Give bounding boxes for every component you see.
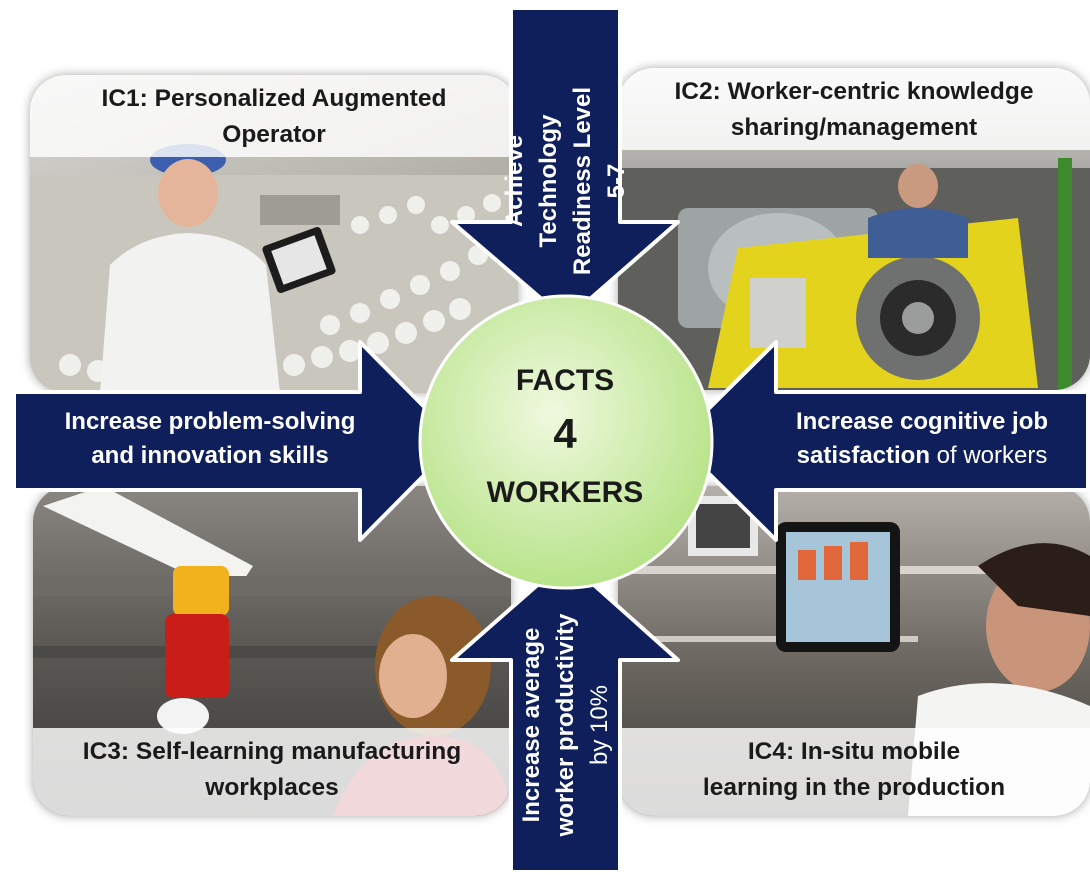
ic2-caption-line2: sharing/management bbox=[730, 114, 978, 141]
bottom-arrow bbox=[450, 558, 680, 874]
ic3-caption: IC3: Self-learning manufacturing workpla… bbox=[33, 728, 511, 816]
top-arrow-line2: Readiness Level 5-7 bbox=[569, 86, 630, 276]
ic3-caption-line2: workplaces bbox=[205, 774, 339, 801]
top-arrow bbox=[450, 6, 680, 322]
ic1-photo-panel: IC1: Personalized Augmented Operator bbox=[30, 75, 518, 393]
center-label-workers: WORKERS bbox=[486, 476, 644, 509]
ic1-caption-line2: Operator bbox=[222, 121, 326, 148]
ic2-caption: IC2: Worker-centric knowledge sharing/ma… bbox=[618, 68, 1090, 150]
bottom-arrow-line2: worker productivity bbox=[552, 613, 579, 837]
ic4-photo-panel: IC4: In-situ mobile learning in the prod… bbox=[618, 486, 1090, 816]
right-arrow-line2-bold: satisfaction bbox=[796, 442, 930, 469]
left-arrow-line2: and innovation skills bbox=[91, 442, 329, 469]
right-arrow-line2: satisfaction of workers bbox=[760, 439, 1084, 473]
ic1-scene-image bbox=[30, 144, 518, 393]
right-arrow bbox=[674, 340, 1090, 542]
ic2-scene-image bbox=[618, 158, 1090, 390]
bottom-arrow-label: Increase average worker productivity by … bbox=[515, 595, 617, 855]
ic4-caption-line2: learning in the production bbox=[702, 774, 1006, 801]
top-arrow-label: Achieve Technology Readiness Level 5-7 bbox=[498, 81, 634, 281]
right-arrow-line1: Increase cognitive job bbox=[795, 408, 1049, 435]
right-arrow-label: Increase cognitive job satisfaction of w… bbox=[760, 405, 1084, 473]
bottom-arrow-line1: Increase average bbox=[518, 627, 545, 823]
ic2-caption-line1: IC2: Worker-centric knowledge bbox=[674, 78, 1034, 105]
bottom-arrow-line3: by 10% bbox=[586, 684, 613, 766]
ic2-photo-panel: IC2: Worker-centric knowledge sharing/ma… bbox=[618, 68, 1090, 390]
center-label-facts: FACTS bbox=[515, 364, 615, 397]
center-label: FACTS 4 WORKERS bbox=[420, 352, 710, 582]
ic4-caption-line1: IC4: In-situ mobile bbox=[747, 738, 961, 765]
center-circle bbox=[418, 294, 714, 590]
right-arrow-line2-rest: of workers bbox=[930, 442, 1048, 469]
ic4-caption: IC4: In-situ mobile learning in the prod… bbox=[618, 728, 1090, 816]
top-arrow-line1: Achieve Technology bbox=[501, 114, 562, 248]
left-arrow bbox=[12, 340, 460, 542]
center-label-number: 4 bbox=[553, 410, 577, 457]
ic1-caption-line1: IC1: Personalized Augmented bbox=[101, 85, 447, 112]
ic1-caption: IC1: Personalized Augmented Operator bbox=[30, 75, 518, 157]
ic3-photo-panel: IC3: Self-learning manufacturing workpla… bbox=[33, 486, 511, 816]
ic3-caption-line1: IC3: Self-learning manufacturing bbox=[82, 738, 462, 765]
left-arrow-label: Increase problem-solving and innovation … bbox=[20, 405, 400, 473]
left-arrow-line1: Increase problem-solving bbox=[64, 408, 356, 435]
